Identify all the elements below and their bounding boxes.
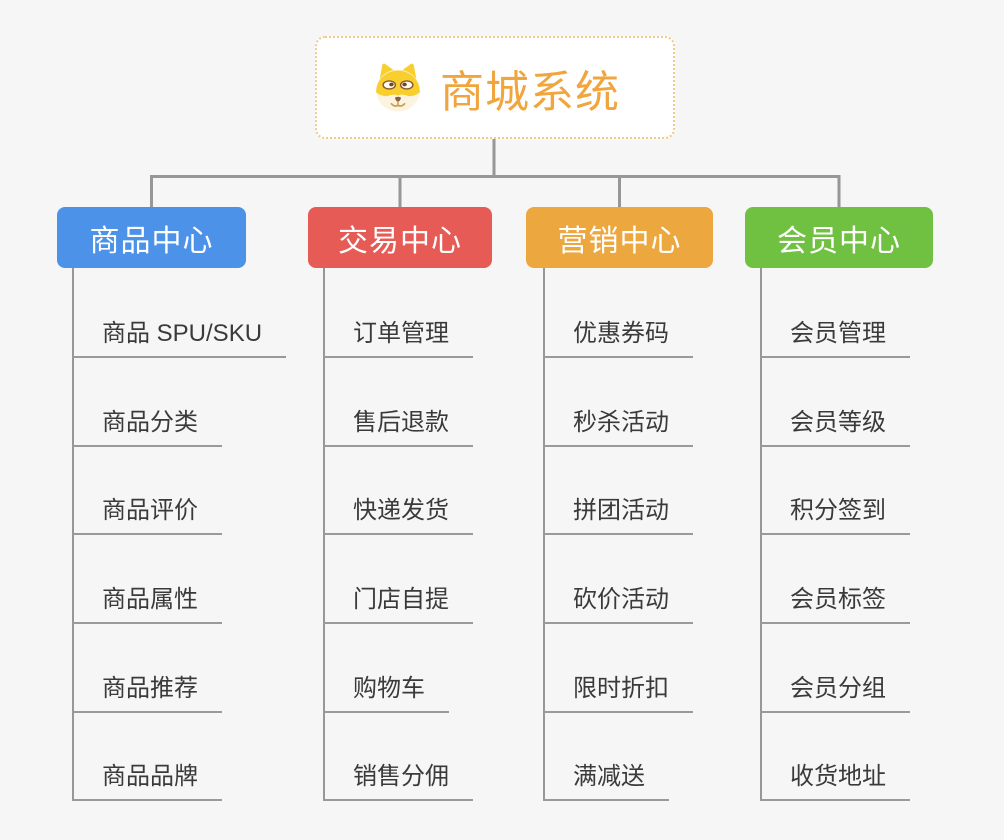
leaf-node[interactable]: 收货地址	[760, 764, 910, 801]
leaf-node[interactable]: 会员等级	[760, 410, 910, 447]
branch-node-member-center[interactable]: 会员中心	[745, 207, 933, 268]
leaf-node[interactable]: 购物车	[323, 676, 449, 713]
leaf-node[interactable]: 销售分佣	[323, 764, 473, 801]
leaf-node[interactable]: 满减送	[543, 764, 669, 801]
leaf-node[interactable]: 订单管理	[323, 321, 473, 358]
branch-node-trade-center[interactable]: 交易中心	[308, 207, 492, 268]
leaf-node[interactable]: 砍价活动	[543, 587, 693, 624]
leaf-node[interactable]: 售后退款	[323, 410, 473, 447]
root-node[interactable]: 商城系统	[315, 36, 675, 139]
branch-label: 商品中心	[89, 224, 214, 258]
leaf-node[interactable]: 商品推荐	[72, 676, 222, 713]
dog-face-icon	[376, 63, 420, 112]
branch-node-product-center[interactable]: 商品中心	[57, 207, 246, 268]
branch-node-marketing-center[interactable]: 营销中心	[526, 207, 713, 268]
leaf-node[interactable]: 优惠券码	[543, 321, 693, 358]
leaf-node[interactable]: 商品属性	[72, 587, 222, 624]
branch-label: 营销中心	[557, 224, 682, 258]
leaf-node[interactable]: 会员管理	[760, 321, 910, 358]
leaf-node[interactable]: 拼团活动	[543, 498, 693, 535]
branch-label: 交易中心	[338, 224, 462, 258]
leaf-node[interactable]: 限时折扣	[543, 676, 693, 713]
branch-label: 会员中心	[777, 224, 901, 258]
leaf-node[interactable]: 会员分组	[760, 676, 910, 713]
leaf-node[interactable]: 商品分类	[72, 410, 222, 447]
leaf-node[interactable]: 秒杀活动	[543, 410, 693, 447]
leaf-node[interactable]: 门店自提	[323, 587, 473, 624]
leaf-node[interactable]: 会员标签	[760, 587, 910, 624]
leaf-node[interactable]: 商品 SPU/SKU	[72, 321, 287, 358]
leaf-node[interactable]: 快递发货	[323, 498, 473, 535]
root-node-label: 商城系统	[440, 67, 620, 117]
leaf-node[interactable]: 商品品牌	[72, 764, 222, 801]
leaf-node[interactable]: 商品评价	[72, 498, 222, 535]
leaf-node[interactable]: 积分签到	[760, 498, 910, 535]
